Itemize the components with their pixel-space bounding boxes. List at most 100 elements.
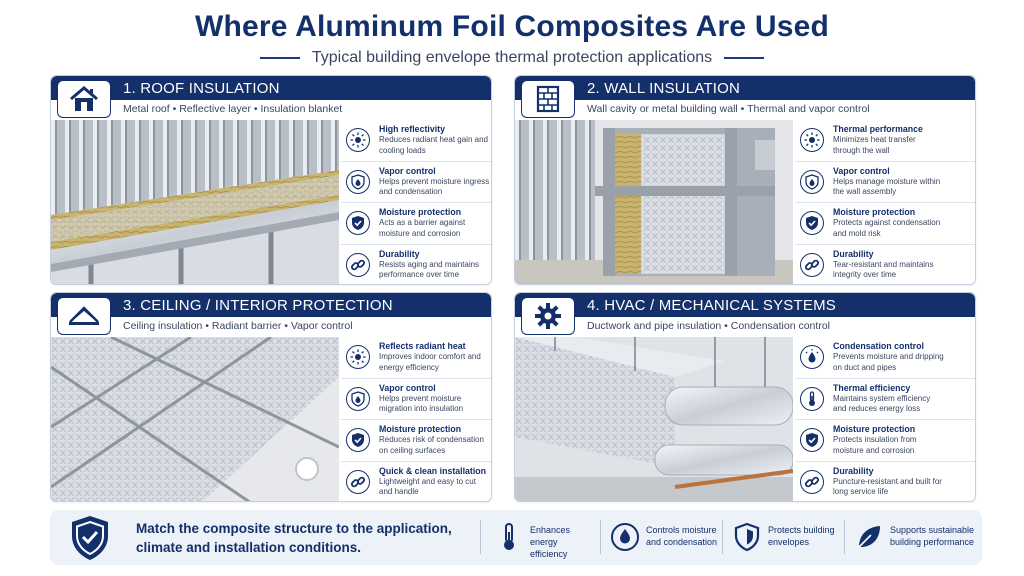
feature-title: Condensation control bbox=[833, 341, 924, 351]
feature-list: Reflects radiant heat Improves indoor co… bbox=[341, 337, 491, 502]
feature-item: Moisture protection Protects against con… bbox=[795, 203, 975, 245]
link-icon bbox=[346, 469, 370, 494]
feature-item: Durability Puncture-resistant and built … bbox=[795, 462, 975, 502]
feature-item: Durability Tear-resistant and maintains … bbox=[795, 245, 975, 285]
panel-wall-insulation: 2. WALL INSULATION Wall cavity or metal … bbox=[514, 75, 976, 285]
feature-desc: Helps prevent moisture migration into in… bbox=[379, 393, 464, 414]
wall-insulation-image bbox=[515, 120, 793, 284]
feature-item: Reflects radiant heat Improves indoor co… bbox=[341, 337, 491, 379]
divider bbox=[844, 520, 845, 554]
feature-title: Quick & clean installation bbox=[379, 465, 487, 476]
droplet-shield-icon bbox=[800, 169, 824, 194]
feature-item: Moisture protection Reduces risk of cond… bbox=[341, 420, 491, 462]
footer-item-text: Controls moisture and condensation bbox=[646, 525, 718, 547]
panel-header: 4. HVAC / MECHANICAL SYSTEMS bbox=[515, 293, 975, 317]
feature-desc: Prevents moisture and dripping on duct a… bbox=[833, 352, 944, 372]
divider bbox=[600, 520, 601, 554]
feature-title: Reflects radiant heat bbox=[379, 341, 466, 351]
feature-title: Durability bbox=[379, 248, 420, 259]
divider bbox=[259, 57, 300, 59]
feature-list: Thermal performance Minimizes heat trans… bbox=[795, 120, 975, 285]
feature-desc: Protects against condensation and mold r… bbox=[833, 218, 941, 238]
feature-item: Durability Resists aging and maintains p… bbox=[341, 245, 491, 285]
feature-list: High reflectivity Reduces radiant heat g… bbox=[341, 120, 491, 285]
sun-icon bbox=[346, 345, 370, 369]
feature-item: High reflectivity Reduces radiant heat g… bbox=[341, 120, 491, 162]
feature-desc: Tear-resistant and maintains integrity o… bbox=[833, 259, 934, 280]
footer-item-text: Protects building envelopes bbox=[768, 525, 835, 547]
feature-title: Vapor control bbox=[833, 165, 890, 176]
panel-title: 1. ROOF INSULATION bbox=[123, 80, 280, 97]
feature-title: Thermal efficiency bbox=[833, 382, 911, 393]
feature-desc: Minimizes heat transfer through the wall bbox=[833, 135, 916, 155]
feature-desc: Helps prevent moisture ingress and conde… bbox=[379, 176, 490, 197]
panel-subtitle: Metal roof • Reflective layer • Insulati… bbox=[123, 103, 343, 115]
panel-header: 1. ROOF INSULATION bbox=[51, 76, 491, 100]
footer-banner: Match the composite structure to the app… bbox=[50, 510, 982, 565]
droplet-icon bbox=[610, 522, 640, 552]
feature-item: Moisture protection Protects insulation … bbox=[795, 420, 975, 462]
feature-item: Vapor control Helps prevent moisture ing… bbox=[341, 162, 491, 203]
panel-header: 2. WALL INSULATION bbox=[515, 76, 975, 100]
panel-hvac-systems: 4. HVAC / MECHANICAL SYSTEMS Ductwork an… bbox=[514, 292, 976, 502]
feature-title: Thermal performance bbox=[833, 124, 923, 134]
feature-desc: Protects insulation from moisture and co… bbox=[833, 435, 917, 455]
feature-desc: Acts as a barrier against moisture and c… bbox=[379, 218, 466, 238]
ceiling-insulation-image bbox=[51, 337, 339, 501]
link-icon bbox=[800, 252, 824, 277]
feature-desc: Puncture-resistant and built for long se… bbox=[833, 476, 942, 497]
footer-item-text: Supports sustainable building performanc… bbox=[890, 525, 975, 547]
sun-icon bbox=[800, 128, 824, 152]
feature-title: Durability bbox=[833, 248, 874, 259]
feature-item: Vapor control Helps manage moisture with… bbox=[795, 162, 975, 203]
feature-item: Quick & clean installation Lightweight a… bbox=[341, 462, 491, 502]
feature-title: Moisture protection bbox=[379, 424, 462, 434]
feature-item: Thermal efficiency Maintains system effi… bbox=[795, 379, 975, 420]
thermometer-icon bbox=[494, 522, 524, 552]
panel-title: 4. HVAC / MECHANICAL SYSTEMS bbox=[587, 297, 836, 314]
feature-title: Moisture protection bbox=[379, 207, 462, 217]
feature-title: Vapor control bbox=[379, 165, 436, 176]
droplet-shield-icon bbox=[346, 169, 370, 194]
feature-item: Moisture protection Acts as a barrier ag… bbox=[341, 203, 491, 245]
feature-desc: Reduces risk of condensation on ceiling … bbox=[379, 435, 484, 455]
link-icon bbox=[800, 469, 824, 494]
footer-item-text: Enhances energy efficiency bbox=[530, 525, 571, 559]
shield-check-icon bbox=[800, 428, 824, 452]
shield-check-icon bbox=[68, 514, 112, 567]
feature-title: High reflectivity bbox=[379, 124, 445, 134]
roof-insulation-image bbox=[51, 120, 339, 284]
footer-message: Match the composite structure to the app… bbox=[136, 521, 452, 555]
feature-title: Vapor control bbox=[379, 382, 436, 393]
feature-list: Condensation control Prevents moisture a… bbox=[795, 337, 975, 502]
link-icon bbox=[346, 252, 370, 277]
feature-desc: Improves indoor comfort and energy effic… bbox=[379, 352, 481, 372]
shield-check-icon bbox=[346, 211, 370, 235]
shield-check-icon bbox=[346, 428, 370, 452]
feature-item: Condensation control Prevents moisture a… bbox=[795, 337, 975, 379]
thermometer-icon bbox=[800, 386, 824, 411]
feature-item: Thermal performance Minimizes heat trans… bbox=[795, 120, 975, 162]
feature-title: Moisture protection bbox=[833, 207, 916, 217]
feature-desc: Lightweight and easy to cut and handle bbox=[379, 476, 476, 497]
panel-header: 3. CEILING / INTERIOR PROTECTION bbox=[51, 293, 491, 317]
panel-subtitle: Ductwork and pipe insulation • Condensat… bbox=[587, 320, 830, 332]
divider bbox=[724, 57, 765, 59]
panel-title: 2. WALL INSULATION bbox=[587, 80, 741, 97]
droplet-shield-icon bbox=[346, 386, 370, 411]
feature-desc: Maintains system efficiency and reduces … bbox=[833, 393, 931, 414]
wall-icon bbox=[521, 80, 575, 118]
feature-title: Durability bbox=[833, 465, 874, 476]
ceiling-icon bbox=[57, 297, 111, 335]
panel-ceiling-protection: 3. CEILING / INTERIOR PROTECTION Ceiling… bbox=[50, 292, 492, 502]
feature-desc: Reduces radiant heat gain and cooling lo… bbox=[379, 135, 488, 155]
panel-title: 3. CEILING / INTERIOR PROTECTION bbox=[123, 297, 393, 314]
panel-roof-insulation: 1. ROOF INSULATION Metal roof • Reflecti… bbox=[50, 75, 492, 285]
panel-subtitle: Wall cavity or metal building wall • The… bbox=[587, 103, 870, 115]
divider bbox=[722, 520, 723, 554]
house-icon bbox=[57, 80, 111, 118]
feature-item: Vapor control Helps prevent moisture mig… bbox=[341, 379, 491, 420]
leaf-icon bbox=[854, 522, 884, 552]
gear-icon bbox=[521, 297, 575, 335]
shield-check-icon bbox=[800, 211, 824, 235]
